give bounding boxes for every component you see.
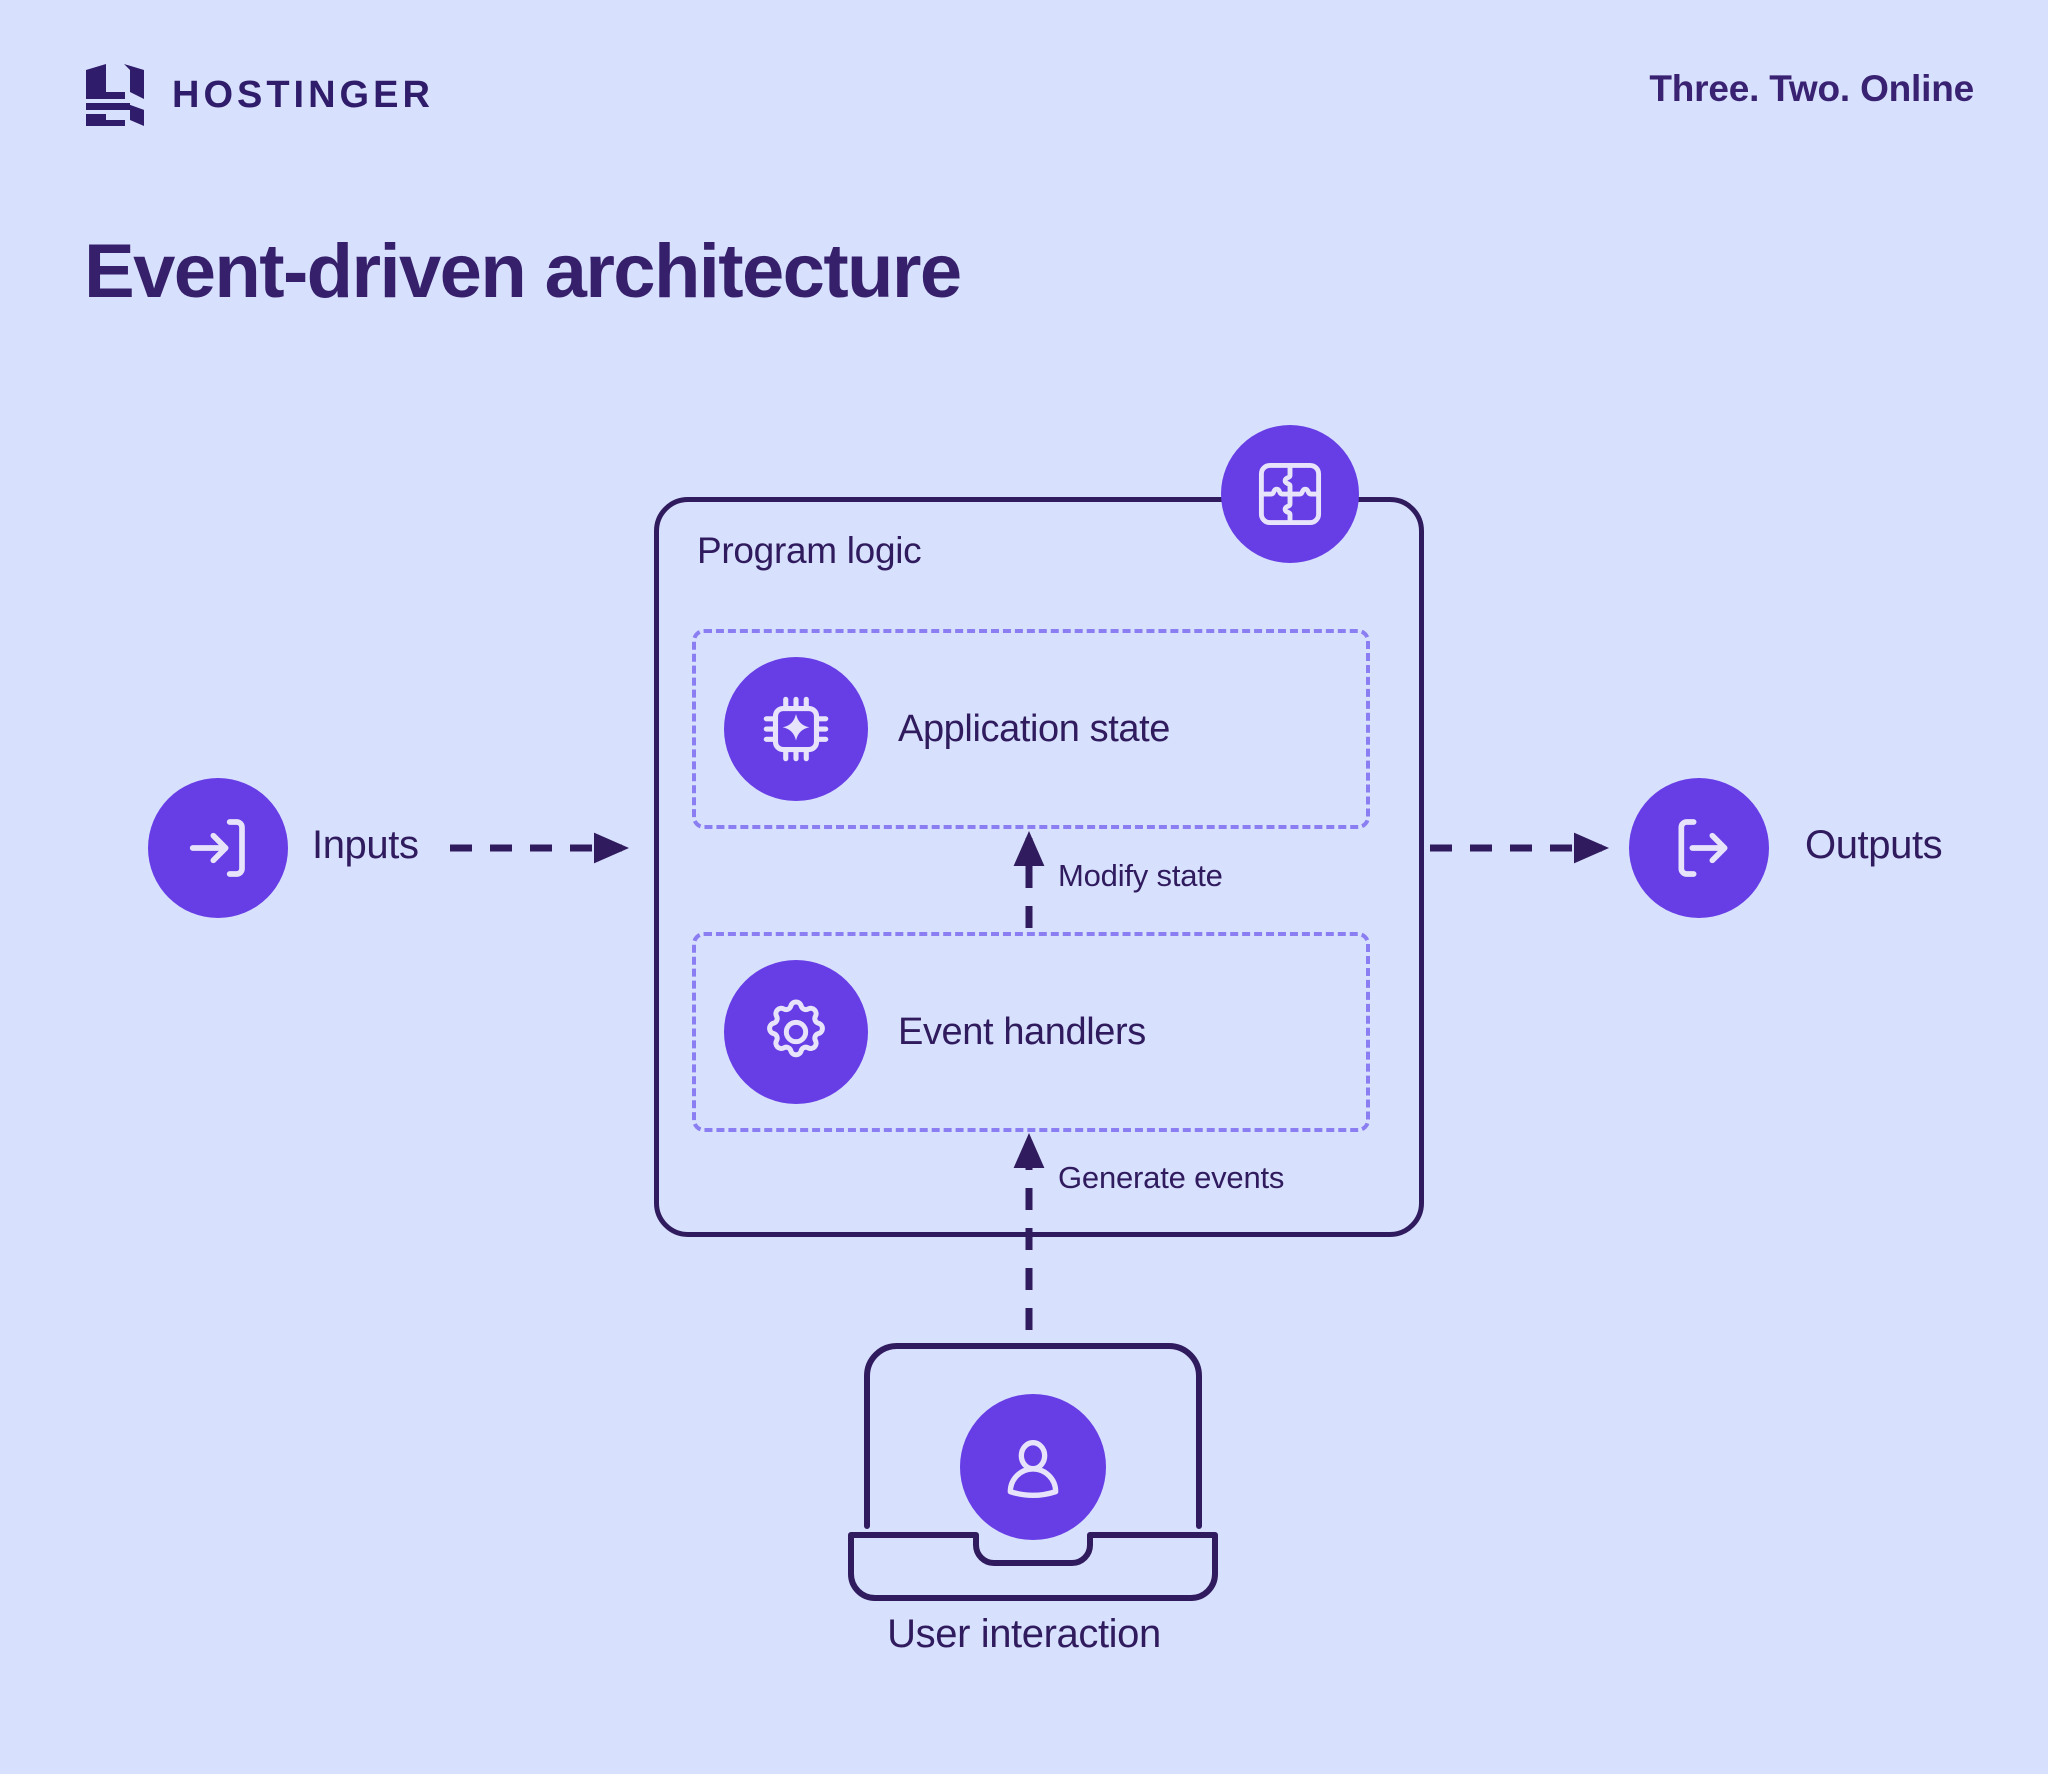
tagline: Three. Two. Online [1649,68,1974,109]
laptop-illustration [848,1343,1218,1601]
login-arrow-in-icon [189,819,245,877]
inputs-icon-circle [148,778,288,918]
brand-name: HOSTINGER [172,74,434,116]
modify-state-edge-label: Modify state [1058,858,1223,893]
logout-arrow-out-icon [1678,819,1728,877]
application-state-row: Application state [692,629,1370,829]
user-icon-circle [960,1394,1106,1540]
hostinger-h-logo-icon [86,64,144,126]
program-logic-container: Program logic [654,497,1424,1237]
inputs-label: Inputs [312,823,419,867]
user-interaction-label: User interaction [887,1612,1161,1656]
application-state-icon-circle [724,657,868,801]
outputs-label: Outputs [1805,823,1943,867]
event-handlers-row: Event handlers [692,932,1370,1132]
generate-events-edge-label: Generate events [1058,1160,1285,1195]
cpu-chip-sparkle-icon [763,696,829,762]
brand-lockup: HOSTINGER [84,62,434,128]
puzzle-badge [1221,425,1359,563]
page-title: Event-driven architecture [84,229,962,314]
program-logic-label: Program logic [697,530,922,571]
application-state-label: Application state [898,707,1171,750]
puzzle-icon [1258,462,1322,526]
outputs-icon-circle [1629,778,1769,918]
event-handlers-label: Event handlers [898,1010,1146,1053]
event-handlers-icon-circle [724,960,868,1104]
gear-icon [767,999,825,1058]
user-person-icon [1007,1440,1059,1498]
